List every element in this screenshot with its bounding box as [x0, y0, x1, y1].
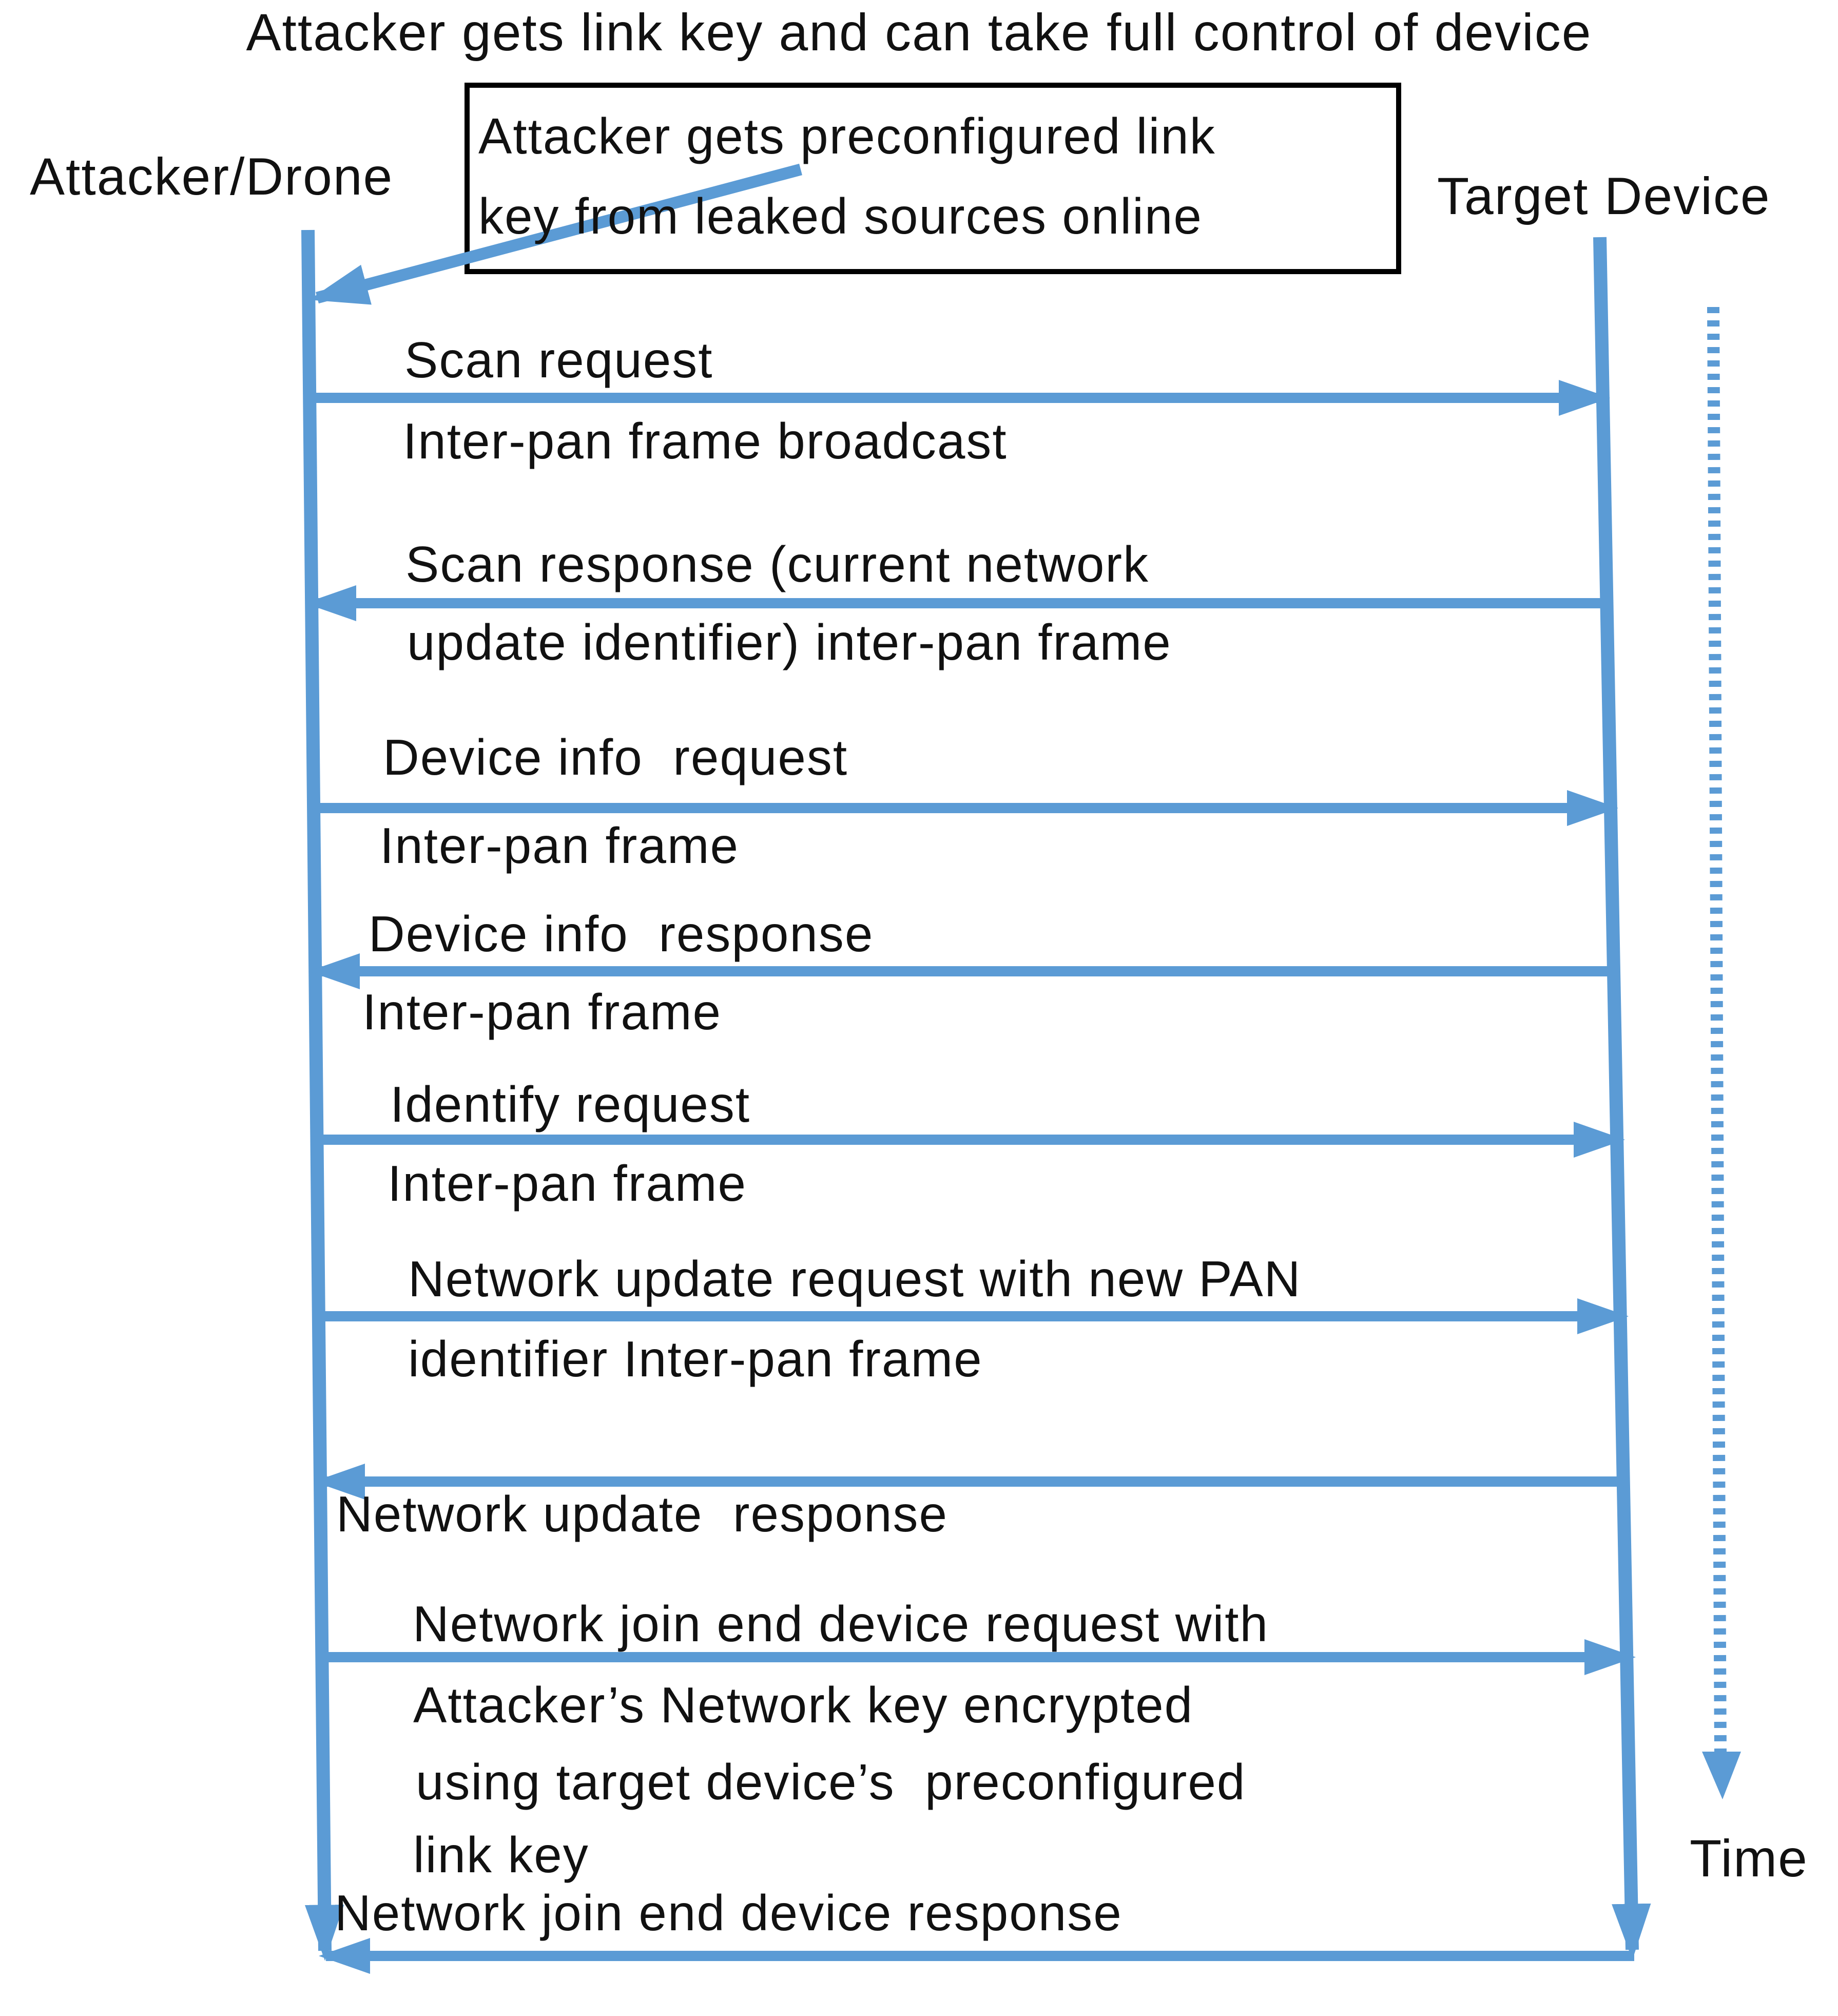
message-label: Network update request with new PAN: [408, 1251, 1302, 1307]
message-sublabel: update identifier) inter-pan frame: [407, 614, 1172, 670]
message-label: Network update response: [336, 1486, 948, 1542]
message-sublabel: Inter-pan frame: [362, 984, 722, 1040]
time-axis-label: Time: [1690, 1829, 1808, 1888]
diagram-title: Attacker gets link key and can take full…: [246, 3, 1592, 62]
message-label: Scan request: [404, 332, 713, 388]
actor-label-target: Target Device: [1437, 167, 1771, 225]
message-sublabel: Inter-pan frame: [380, 817, 739, 874]
message-label: Device info response: [369, 906, 874, 962]
attacker-lifeline: [301, 229, 344, 1961]
note-box: [465, 83, 1401, 274]
time-axis-line: [1707, 306, 1727, 1755]
message-sublabel: identifier Inter-pan frame: [408, 1331, 983, 1387]
message-sublabel: Inter-pan frame broadcast: [403, 413, 1008, 469]
actor-label-attacker: Attacker/Drone: [30, 147, 394, 206]
note-text-line2: key from leaked sources online: [478, 188, 1203, 244]
message-label: Device info request: [383, 729, 848, 785]
message-sublabel: using target device’s preconfigured: [416, 1754, 1246, 1810]
message-sublabel: Attacker’s Network key encrypted: [413, 1677, 1194, 1733]
note-text-line1: Attacker gets preconfigured link: [478, 108, 1216, 164]
message-label: Network join end device request with: [413, 1596, 1269, 1652]
message-label: Identify request: [390, 1076, 751, 1132]
message-sublabel: link key: [413, 1827, 589, 1883]
note-callout-arrow: [309, 163, 802, 305]
time-axis-arrowhead-icon: [1702, 1752, 1741, 1799]
target-lifeline: [1593, 237, 1651, 1960]
message-sublabel: Inter-pan frame: [388, 1155, 747, 1212]
message-label: Scan response (current network: [405, 536, 1149, 592]
message-label: Network join end device response: [335, 1885, 1123, 1941]
